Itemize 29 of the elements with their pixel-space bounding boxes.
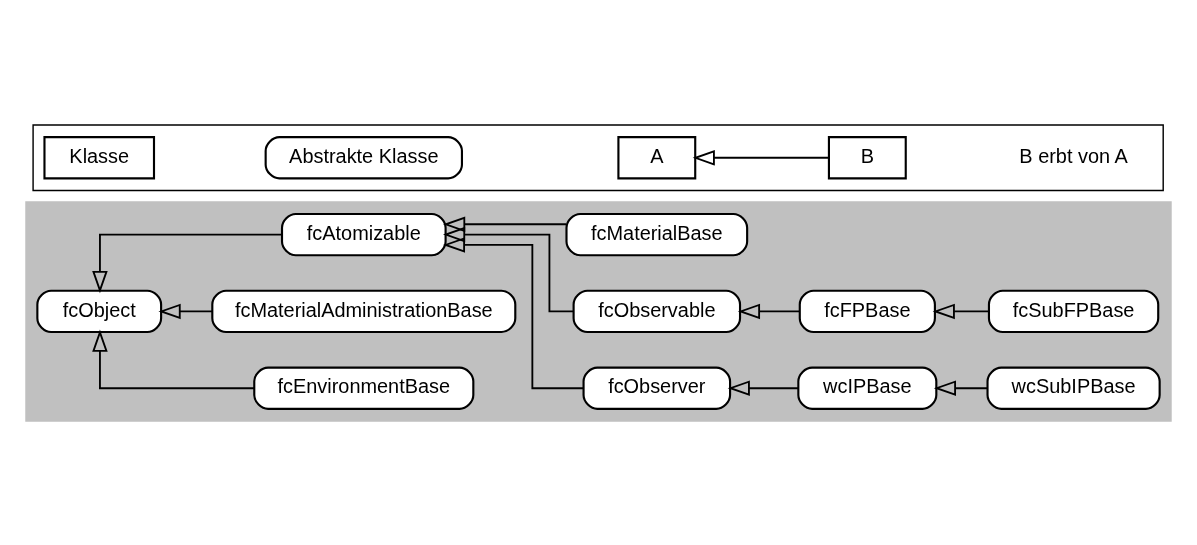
node-box: wcSubIPBase (986, 366, 1161, 410)
arrow (727, 379, 800, 396)
arrow (158, 303, 214, 319)
node-box: Klasse (43, 135, 156, 179)
node-box: fcObject (36, 289, 163, 333)
arrow (737, 303, 801, 319)
node-box: fcFPBase (798, 289, 936, 333)
arrow (692, 149, 830, 166)
node-box: B (827, 135, 907, 179)
node-box: fcObservable (572, 289, 742, 333)
node-box: Abstrakte Klasse (264, 135, 463, 179)
arrow (932, 303, 990, 319)
arrow (92, 233, 283, 293)
node-box: fcSubFPBase (987, 289, 1160, 333)
node-box: fcObserver (582, 366, 732, 410)
arrow (442, 226, 575, 312)
label: B erbt von A (1019, 144, 1128, 167)
node-box: A (617, 135, 697, 179)
arrow (92, 329, 256, 389)
node-box: fcEnvironmentBase (253, 366, 475, 410)
cluster (25, 200, 1172, 422)
node-box: wcIPBase (797, 366, 938, 410)
node-box: fcMaterialAdministrationBase (211, 289, 517, 333)
arrow (933, 379, 989, 396)
arrow (442, 236, 585, 389)
node-box: fcMaterialBase (565, 212, 749, 256)
node-box: fcAtomizable (280, 212, 447, 256)
cluster (32, 123, 1164, 191)
arrow (443, 216, 567, 232)
